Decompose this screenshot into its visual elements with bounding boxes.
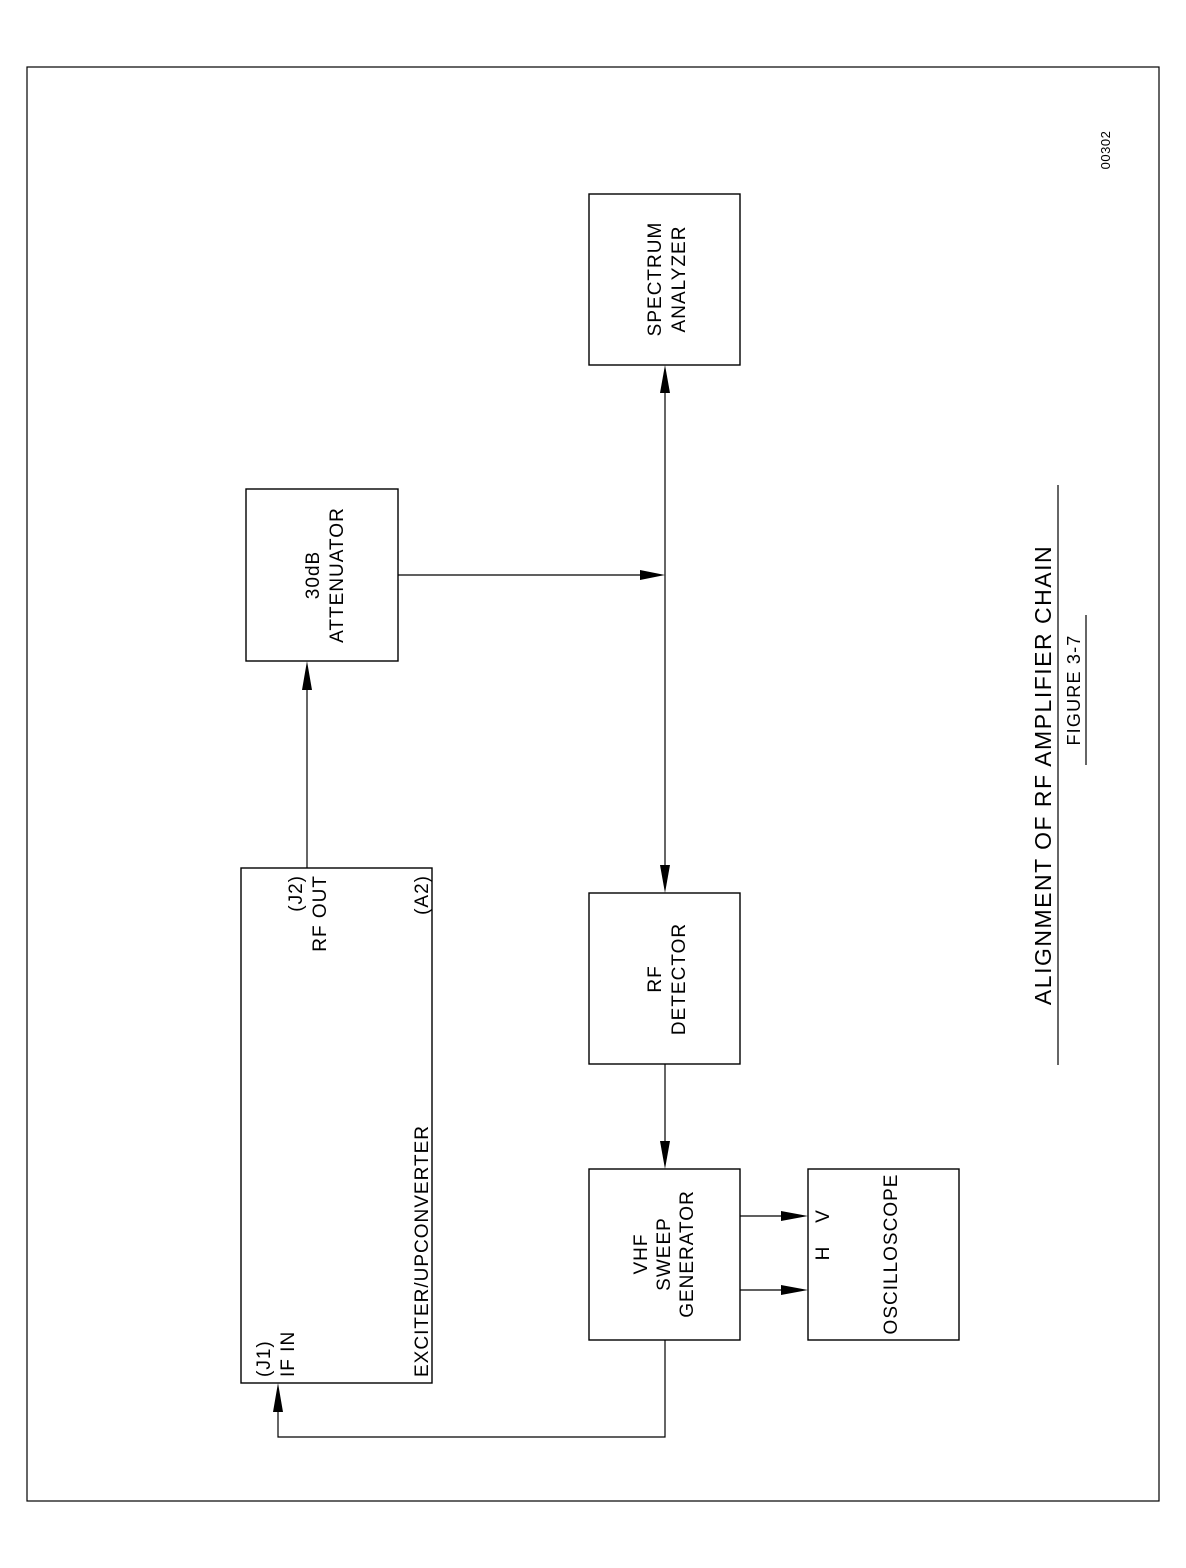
arrow-head — [781, 1285, 808, 1295]
exciter-ref-label: (A2) — [412, 875, 433, 915]
rf-detector-label-line2: DETECTOR — [669, 923, 690, 1035]
exciter-upconverter-block: EXCITER/UPCONVERTER (J1) IF IN (J2) RF O… — [241, 868, 433, 1383]
rf-detector-label-line1: RF — [645, 965, 666, 992]
bus-to-analyzer-and-detector-connection — [660, 365, 670, 893]
figure-caption: ALIGNMENT OF RF AMPLIFIER CHAIN FIGURE 3… — [1030, 485, 1086, 1065]
oscilloscope-label: OSCILLOSCOPE — [881, 1174, 902, 1335]
arrow-head — [640, 570, 665, 580]
arrow-head — [273, 1383, 283, 1412]
spectrum-analyzer-block: SPECTRUM ANALYZER — [589, 194, 740, 365]
rf-out-to-attenuator-connection — [302, 661, 312, 868]
attenuator-to-bus-connection — [398, 570, 665, 580]
sweep-generator-label-line3: GENERATOR — [677, 1190, 698, 1318]
sweep-generator-label-line2: SWEEP — [654, 1217, 675, 1291]
exciter-name-label: EXCITER/UPCONVERTER — [412, 1125, 433, 1377]
oscilloscope-block: OSCILLOSCOPE H V — [808, 1169, 959, 1340]
sweep-generator-label-line1: VHF — [631, 1234, 652, 1275]
attenuator-block: 30dB ATTENUATOR — [246, 489, 398, 661]
sweep-to-oscilloscope-h-connection — [740, 1285, 808, 1295]
detector-to-sweep-generator-connection — [660, 1064, 670, 1169]
figure-title: ALIGNMENT OF RF AMPLIFIER CHAIN — [1030, 545, 1056, 1005]
arrow-head — [660, 865, 670, 893]
sweep-to-if-in-connection — [273, 1340, 665, 1437]
sweep-generator-block: VHF SWEEP GENERATOR — [589, 1169, 740, 1340]
exciter-output-label: RF OUT — [310, 875, 331, 952]
oscilloscope-h-input-label: H — [813, 1246, 834, 1261]
exciter-input-port-label: (J1) — [254, 1340, 275, 1377]
spectrum-analyzer-label-line2: ANALYZER — [669, 226, 690, 333]
rf-detector-block: RF DETECTOR — [589, 893, 740, 1064]
attenuator-label-line2: ATTENUATOR — [327, 507, 348, 643]
drawing-frame — [27, 67, 1159, 1501]
arrow-head — [781, 1211, 808, 1221]
spectrum-analyzer-label-line1: SPECTRUM — [645, 222, 666, 337]
arrow-head — [660, 1141, 670, 1169]
exciter-input-label: IF IN — [278, 1331, 299, 1377]
arrow-head — [302, 661, 312, 690]
sweep-to-oscilloscope-v-connection — [740, 1211, 808, 1221]
drawing-number: 00302 — [1098, 131, 1113, 170]
exciter-output-port-label: (J2) — [286, 875, 307, 912]
figure-number: FIGURE 3-7 — [1064, 634, 1084, 745]
oscilloscope-v-input-label: V — [813, 1209, 834, 1223]
arrow-head — [660, 365, 670, 393]
attenuator-label-line1: 30dB — [303, 551, 324, 599]
